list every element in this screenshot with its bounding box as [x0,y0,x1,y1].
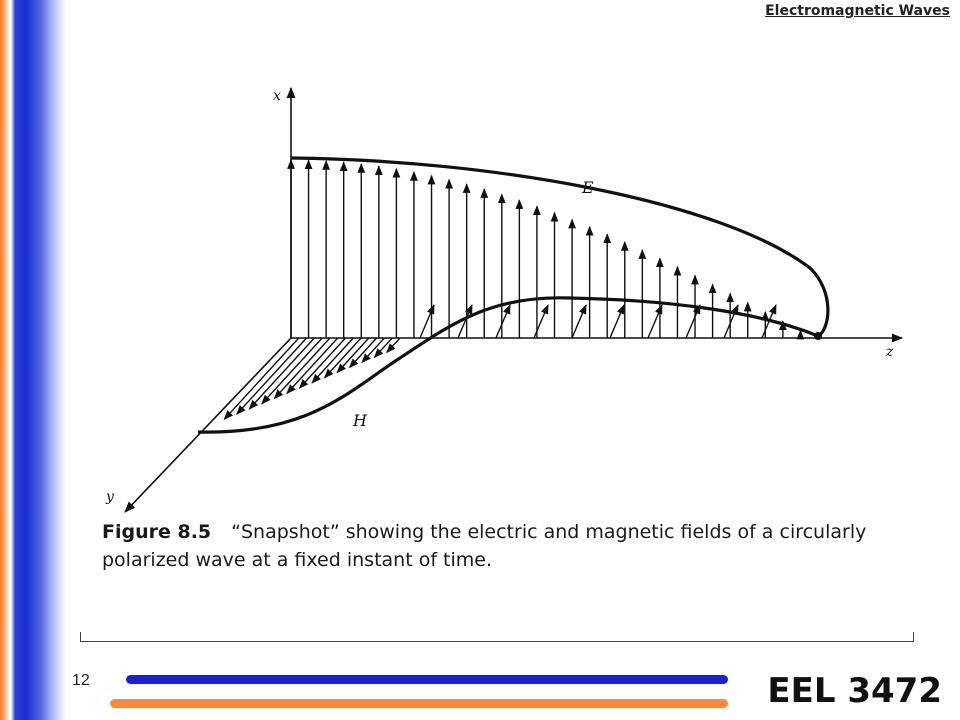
side-gradient-bar [0,0,66,720]
magnetic-field-vector [286,337,339,395]
magnetic-field-vector [533,304,549,339]
figure-caption: Figure 8.5“Snapshot” showing the electri… [102,518,892,574]
electric-field-label: E [581,178,594,197]
magnetic-field-vector [386,337,401,354]
magnetic-field-vector [571,304,587,339]
blue-footer-bar [126,675,728,684]
course-code: EEL 3472 [767,671,942,711]
magnetic-field-vector [298,337,347,389]
page-number: 12 [72,672,90,689]
magnetic-field-vector [361,337,385,364]
x-axis-label: x [273,88,281,104]
magnetic-field-vector [236,337,308,415]
magnetic-field-vector [685,304,701,339]
orange-footer-bar [110,699,728,708]
y-axis-label: y [105,489,115,505]
electric-field-envelope [290,156,830,338]
y-axis [124,337,292,513]
magnetic-field-vector [457,304,473,339]
magnetic-field-vector [419,304,435,339]
header-title: Electromagnetic Waves [765,3,950,19]
magnetic-field-vectors [223,304,777,421]
magnetic-field-vector [348,337,378,369]
magnetic-field-vector [336,337,370,374]
magnetic-field-vector [223,337,300,421]
magnetic-field-vector [495,304,511,339]
z-axis-label: z [885,344,894,360]
caption-text: “Snapshot” showing the electric and magn… [102,521,867,571]
magnetic-field-vector [609,304,625,339]
wave-end-point [814,332,822,340]
magnetic-field-envelope [197,296,819,434]
figure-number: Figure 8.5 [102,521,212,543]
magnetic-field-vector [647,304,663,339]
magnetic-field-vector [373,337,393,359]
magnetic-field-vector [261,337,323,405]
magnetic-field-vector [311,337,354,384]
magnetic-field-vector [273,337,331,400]
magnetic-field-vector [723,304,739,339]
wave-figure: x z y E H [105,86,904,513]
magnetic-field-label: H [352,411,368,430]
magnetic-field-vector [323,337,362,379]
bottom-bracket-rule [80,632,914,642]
magnetic-field-vector [248,337,315,410]
